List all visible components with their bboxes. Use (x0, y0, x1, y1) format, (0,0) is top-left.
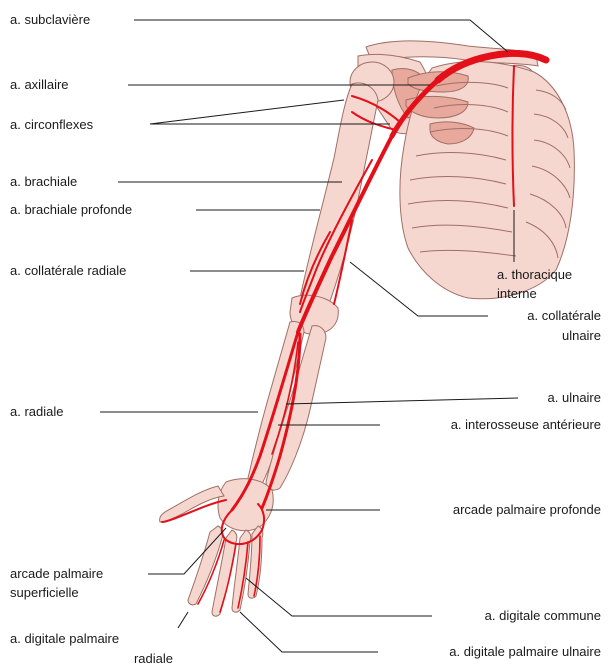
leader-circonflexes-a (150, 100, 344, 124)
label-ulnaire: a. ulnaire (548, 390, 601, 405)
label-brachiale: a. brachiale (10, 174, 77, 189)
label-digitale-radiale-2: radiale (134, 651, 173, 666)
label-arcade-superficielle-2: superficielle (10, 585, 79, 600)
leader-digitale-radiale (178, 612, 188, 628)
leader-ulnaire (286, 398, 518, 404)
label-collaterale-radiale: a. collatérale radiale (10, 263, 126, 278)
label-thoracique-interne-1: a. thoracique (497, 267, 572, 282)
leader-digitale-ulnaire (240, 612, 378, 652)
label-arcade-profonde: arcade palmaire profonde (453, 502, 601, 517)
leader-digitale-commune (246, 578, 432, 616)
label-axillaire: a. axillaire (10, 77, 69, 92)
label-collaterale-ulnaire-1: a. collatérale (527, 308, 601, 323)
label-brachiale-profonde: a. brachiale profonde (10, 202, 132, 217)
humerus (298, 83, 378, 317)
label-digitale-commune: a. digitale commune (485, 608, 601, 623)
label-subclaviere: a. subclavière (10, 12, 90, 27)
label-collaterale-ulnaire-2: ulnaire (562, 328, 601, 343)
label-digitale-ulnaire: a. digitale palmaire ulnaire (449, 644, 601, 659)
label-thoracique-interne-2: interne (497, 286, 537, 301)
label-circonflexes: a. circonflexes (10, 117, 94, 132)
label-radiale: a. radiale (10, 404, 63, 419)
label-digitale-radiale-1: a. digitale palmaire (10, 631, 119, 646)
label-interosseuse: a. interosseuse antérieure (451, 417, 601, 432)
label-arcade-superficielle-1: arcade palmaire (10, 566, 103, 581)
